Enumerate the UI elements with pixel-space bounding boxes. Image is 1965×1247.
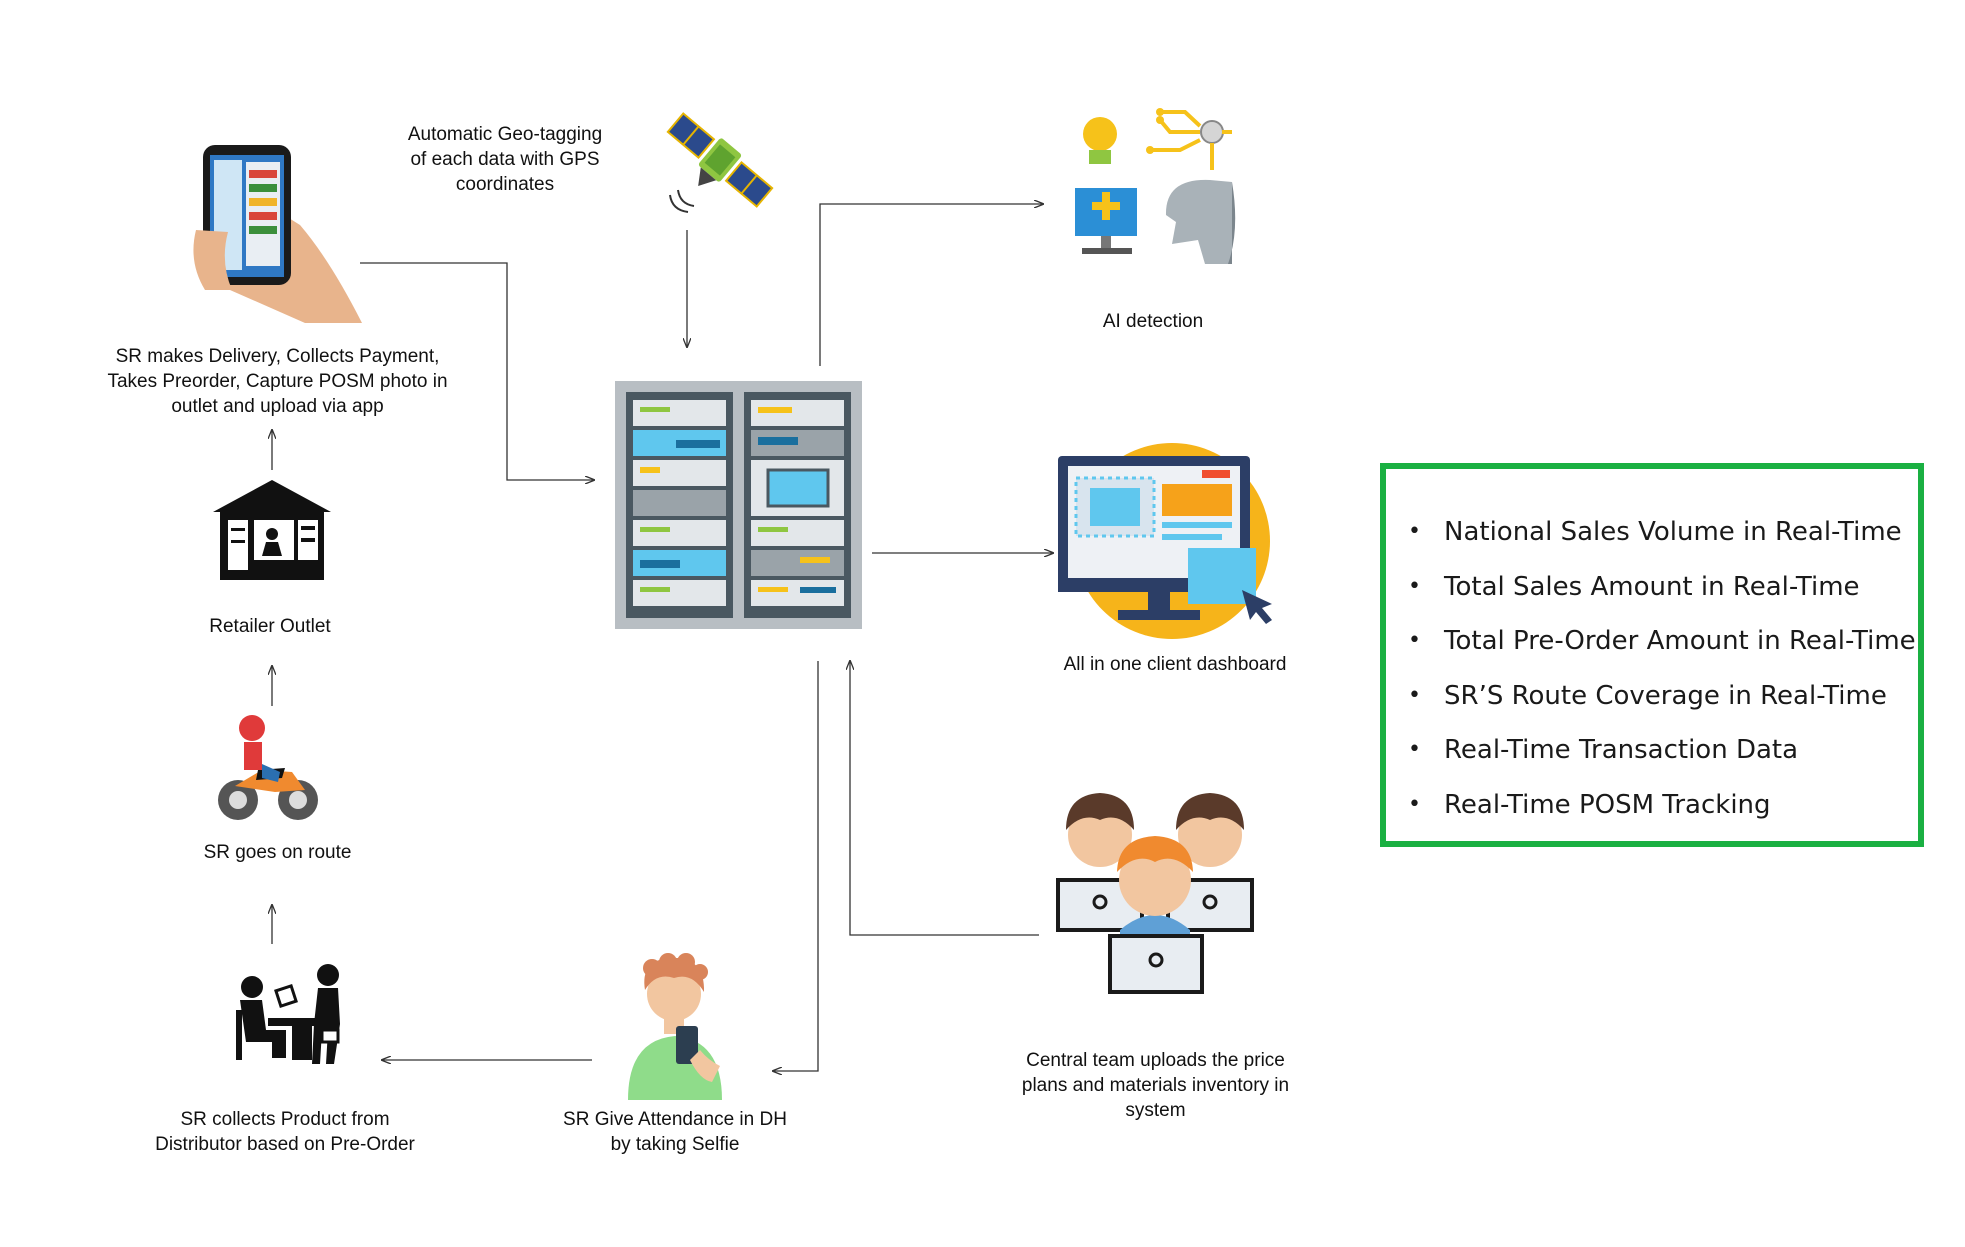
geo-tagging-label: Automatic Geo-tagging of each data with …: [407, 124, 603, 195]
feature-item: Total Pre-Order Amount in Real-Time: [1386, 614, 1918, 669]
retailer-outlet-label: Retailer Outlet: [209, 616, 331, 637]
signal-icon: [669, 189, 695, 213]
team-laptops-icon: [1056, 793, 1254, 994]
server-rack-icon: [615, 381, 862, 629]
arrow-server-to-selfie: [773, 661, 819, 1071]
arrow-phone-to-server: [360, 262, 594, 480]
phone-in-hand-icon: [193, 145, 362, 323]
arrow-server-to-ai: [819, 204, 1043, 366]
arrow-team-to-server: [850, 661, 1039, 936]
motorbike-rider-icon: [218, 715, 318, 820]
feature-item: Real-Time Transaction Data: [1386, 723, 1918, 778]
distributor-desk-icon: [236, 964, 340, 1064]
feature-item: SR’S Route Coverage in Real-Time: [1386, 669, 1918, 724]
realtime-features-panel: National Sales Volume in Real-Time Total…: [1380, 463, 1924, 847]
shop-icon: [213, 480, 331, 580]
sr-app-label: SR makes Delivery, Collects Payment, Tak…: [107, 346, 448, 417]
ai-brain-icon: [1075, 108, 1236, 264]
ai-detection-label: AI detection: [1102, 311, 1204, 332]
sr-attendance-label: SR Give Attendance in DH by taking Selfi…: [563, 1109, 787, 1155]
feature-item: Total Sales Amount in Real-Time: [1386, 560, 1918, 615]
feature-item: Real-Time POSM Tracking: [1386, 778, 1918, 833]
dashboard-monitor-icon: [1058, 443, 1272, 639]
sr-collects-label: SR collects Product from Distributor bas…: [155, 1109, 415, 1155]
dashboard-label: All in one client dashboard: [1063, 654, 1287, 675]
satellite-icon: [666, 112, 774, 208]
sr-route-label: SR goes on route: [203, 842, 352, 863]
selfie-person-icon: [628, 953, 722, 1100]
central-team-label: Central team uploads the price plans and…: [1021, 1050, 1290, 1121]
feature-item: National Sales Volume in Real-Time: [1386, 505, 1918, 560]
features-list: National Sales Volume in Real-Time Total…: [1386, 469, 1918, 833]
connectors: [272, 204, 1053, 1071]
